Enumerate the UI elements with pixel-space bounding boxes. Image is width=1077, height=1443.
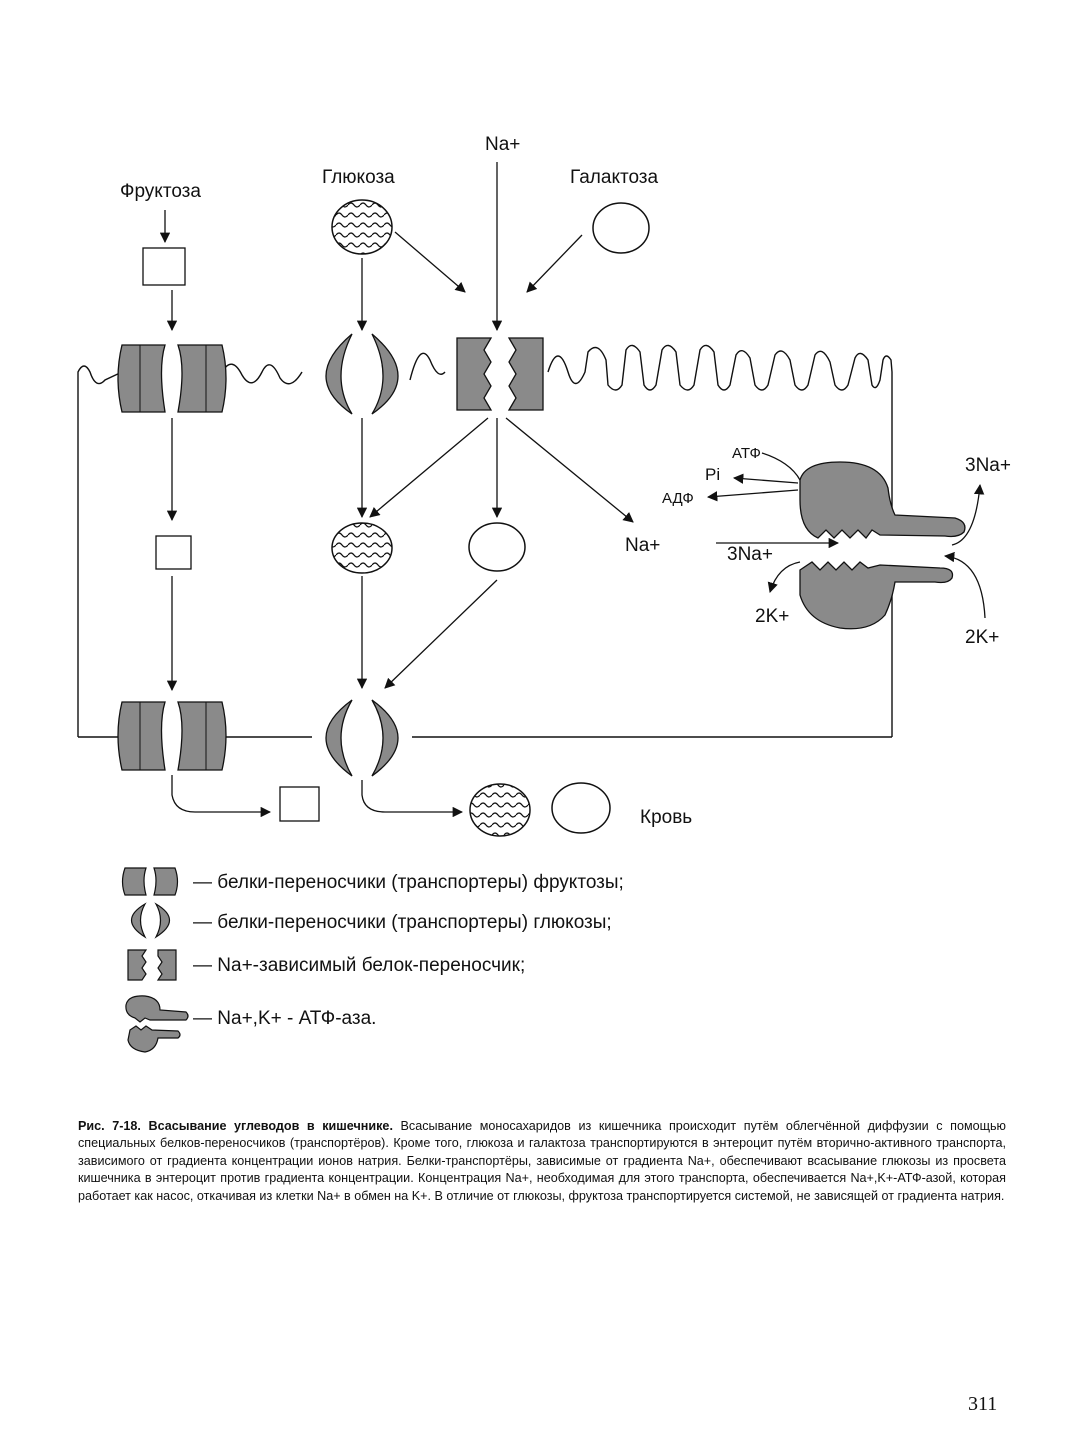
legend: — белки-переносчики (транспортеры) фрукт… (121, 867, 624, 1053)
two-k-out-label: 2K+ (965, 627, 999, 648)
three-na-out-label: 3Na+ (965, 455, 1011, 476)
legend-item-glucose: — белки-переносчики (транспортеры) глюко… (193, 912, 612, 933)
pi-label: Pi (705, 465, 720, 484)
fructose-square-cell (155, 535, 192, 570)
galactose-molecule-lumen (592, 202, 650, 254)
glucose-transporter-icon (130, 902, 171, 939)
galactose-molecule-blood (551, 782, 611, 834)
caption-body: Всасывание моносахаридов из кишечника пр… (78, 1119, 1006, 1203)
three-na-in-label: 3Na+ (727, 544, 773, 565)
legend-item-atpase: — Na+,K+ - АТФ-аза. (193, 1008, 376, 1029)
adp-label: АДФ (662, 490, 694, 507)
glucose-label: Глюкоза (322, 167, 395, 188)
atp-label: АТФ (732, 445, 761, 462)
glucose-transporter-basolateral (325, 699, 399, 777)
na-k-atpase (799, 461, 966, 630)
na-cotransporter-icon (127, 949, 177, 981)
blood-label: Кровь (640, 807, 692, 828)
fructose-transporter-basolateral (117, 701, 227, 771)
fructose-square-lumen (142, 247, 186, 286)
glucose-molecule-lumen (331, 199, 393, 255)
page-number: 311 (968, 1393, 998, 1415)
fructose-square-blood (279, 786, 320, 822)
caption-title: Рис. 7-18. Всасывание углеводов в кишечн… (78, 1119, 393, 1133)
na-top-label: Na+ (485, 134, 520, 155)
legend-item-fructose: — белки-переносчики (транспортеры) фрукт… (193, 872, 624, 893)
na-k-atpase-icon (125, 995, 189, 1053)
figure-caption: Рис. 7-18. Всасывание углеводов в кишечн… (78, 1118, 1006, 1205)
na-dependent-cotransporter (456, 337, 544, 411)
galactose-molecule-cell (468, 522, 526, 572)
fructose-label: Фруктоза (120, 181, 201, 202)
na-inside-label: Na+ (625, 535, 660, 556)
apical-membrane (77, 344, 893, 391)
glucose-molecule-cell (331, 522, 393, 574)
galactose-label: Галактоза (570, 167, 659, 188)
fructose-transporter-apical (117, 344, 227, 413)
two-k-in-label: 2K+ (755, 606, 789, 627)
glucose-transporter-apical (325, 333, 399, 415)
glucose-molecule-blood (469, 783, 531, 837)
carbohydrate-absorption-diagram: Na+ Фруктоза Глюкоза Галактоза Na+ (77, 134, 1011, 1053)
legend-item-na-cotransporter: — Na+-зависимый белок-переносчик; (193, 955, 525, 976)
fructose-transporter-icon (121, 867, 179, 896)
